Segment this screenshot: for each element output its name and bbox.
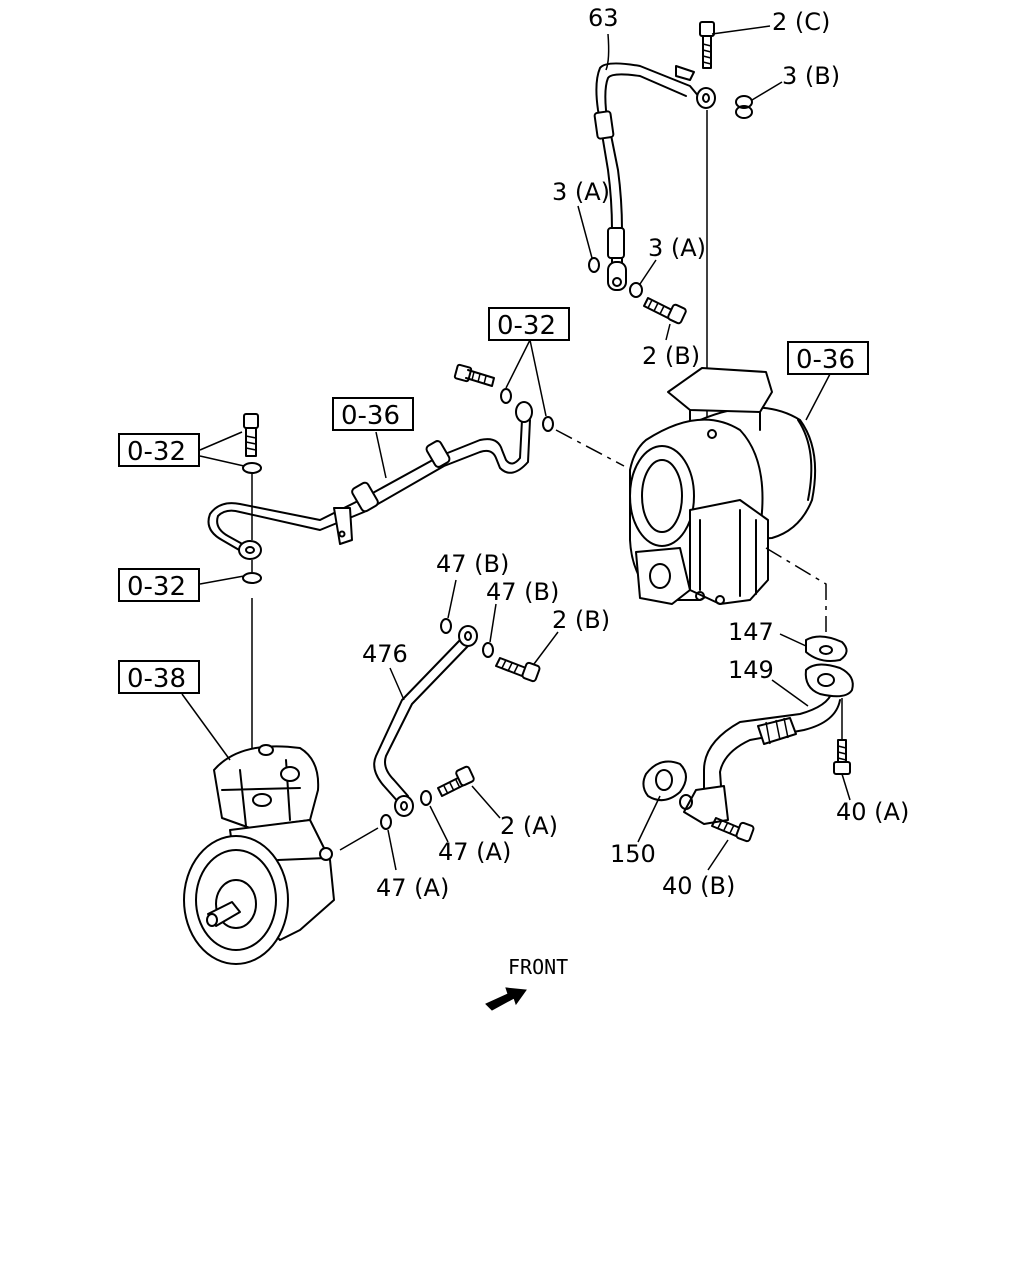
washer-left-upper [242, 462, 262, 474]
washer-47a-2 [380, 814, 392, 830]
callout-3b: 3 (B) [782, 62, 840, 90]
ref-box-0-32-left [118, 433, 200, 467]
ref-box-0-32-top [488, 307, 570, 341]
ref-box-0-32-mid [118, 568, 200, 602]
callout-47a-2: 47 (A) [376, 874, 449, 902]
bolt-2b-top [643, 297, 687, 325]
front-indicator: FRONT [485, 955, 568, 1011]
callout-40a: 40 (A) [836, 798, 909, 826]
callout-40b: 40 (B) [662, 872, 735, 900]
bolt-0-32 [453, 363, 495, 387]
ref-0-36-left: 0-36 [341, 401, 400, 431]
gasket-150 [642, 760, 687, 802]
ref-0-32-top: 0-32 [497, 311, 556, 341]
gasket-147 [805, 635, 848, 662]
bolt-40b [711, 817, 755, 843]
callout-2b-mid: 2 (B) [552, 606, 610, 634]
callout-3a-top: 3 (A) [552, 178, 610, 206]
ref-boxes: 0-32 0-36 0-36 0-32 0-32 0-38 [118, 307, 869, 694]
ref-0-32-left: 0-32 [127, 437, 186, 467]
ref-box-0-36-right [787, 341, 869, 375]
callout-63: 63 [588, 4, 619, 32]
oil-feed-pipe-63 [593, 62, 716, 291]
washer-3a-mid [629, 282, 643, 298]
washer-47b-1 [440, 618, 452, 634]
washer-47a-1 [420, 790, 432, 806]
callout-149: 149 [728, 656, 774, 684]
callout-3a-mid: 3 (A) [648, 234, 706, 262]
callout-150: 150 [610, 840, 656, 868]
air-compressor [183, 744, 335, 965]
callout-47b-1: 47 (B) [436, 550, 509, 578]
washer-3a-top [588, 257, 600, 273]
bolt-40a [833, 739, 851, 775]
leader-lines [181, 25, 851, 871]
pipe-476 [373, 625, 478, 817]
callout-2c: 2 (C) [772, 8, 830, 36]
front-label: FRONT [508, 955, 568, 979]
ref-0-36-right: 0-36 [796, 345, 855, 375]
turbocharger [629, 367, 817, 605]
callout-2b-top: 2 (B) [642, 342, 700, 370]
callout-147: 147 [728, 618, 774, 646]
washer-left-lower [242, 572, 262, 584]
washer-3b [735, 95, 753, 119]
washer-0-32-b [542, 416, 554, 432]
ref-0-32-mid: 0-32 [127, 572, 186, 602]
air-pipe [207, 401, 533, 560]
oil-return-pipe-149 [679, 663, 854, 825]
bolt-2b-mid [495, 657, 541, 683]
ref-0-38: 0-38 [127, 664, 186, 694]
washer-47b-2 [482, 642, 494, 658]
callouts: 63 2 (C) 3 (B) 3 (A) 3 (A) 2 (B) 47 (B) … [362, 4, 909, 902]
washer-0-32-a [500, 388, 512, 404]
callout-47b-2: 47 (B) [486, 578, 559, 606]
callout-2a: 2 (A) [500, 812, 558, 840]
front-arrow-icon [485, 987, 527, 1011]
callout-47a-1: 47 (A) [438, 838, 511, 866]
bolt-2a [437, 765, 475, 797]
ref-box-0-36-left [332, 397, 414, 431]
bolt-left [243, 413, 259, 457]
ref-box-0-38 [118, 660, 200, 694]
bolt-2c [699, 21, 715, 69]
callout-476: 476 [362, 640, 408, 668]
